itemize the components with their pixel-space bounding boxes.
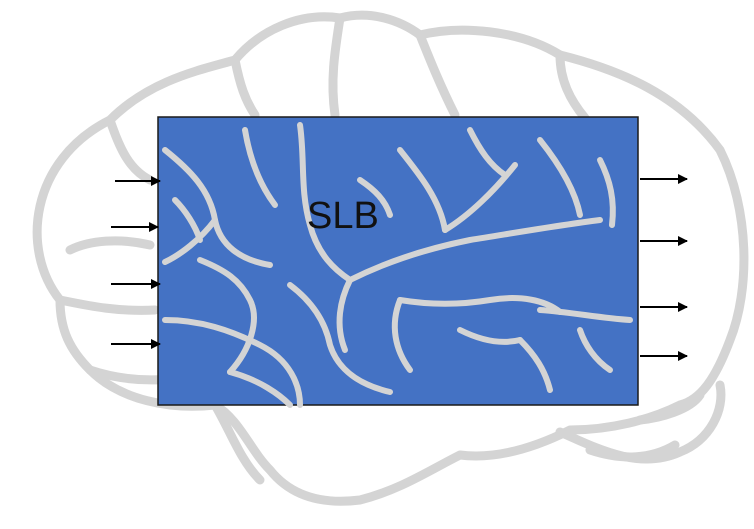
slb-label: SLB: [307, 195, 379, 237]
brain-sulci-overlay: [162, 122, 633, 408]
input-arrows: [111, 176, 161, 349]
output-arrows: [640, 174, 688, 361]
brain-outline-illustration: [32, 10, 749, 506]
